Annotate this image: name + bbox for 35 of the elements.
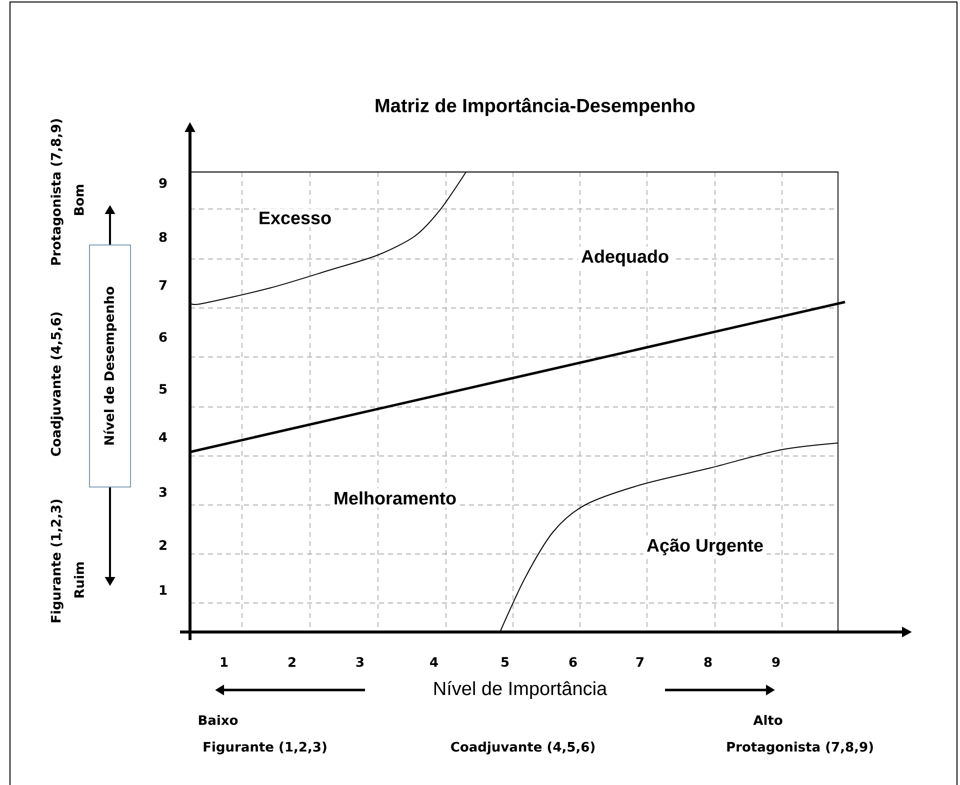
region-label: Excesso bbox=[255, 208, 335, 228]
tick-label: 3 bbox=[356, 657, 364, 667]
tick-label: 9 bbox=[772, 657, 780, 667]
axis-category-label: Coadjuvante (4,5,6) bbox=[451, 742, 595, 754]
tick-label: 1 bbox=[220, 657, 228, 667]
tick-label: 5 bbox=[159, 384, 167, 394]
axis-category-label: Figurante (1,2,3) bbox=[50, 500, 64, 622]
axis-end-label: Bom bbox=[74, 184, 84, 215]
tick-label: 2 bbox=[288, 657, 296, 667]
tick-label: 2 bbox=[160, 540, 166, 550]
axis-category-label: Protagonista (7,8,9) bbox=[50, 119, 64, 265]
axis-category-label: Figurante (1,2,3) bbox=[204, 742, 326, 754]
tick-label: 6 bbox=[159, 332, 167, 342]
axis-category-label: Coadjuvante (4,5,6) bbox=[50, 312, 64, 456]
tick-label: 4 bbox=[159, 432, 167, 442]
tick-label: 7 bbox=[159, 280, 166, 290]
axis-end-label: Ruim bbox=[74, 562, 84, 598]
tick-label: 9 bbox=[159, 178, 167, 188]
axis-end-label: Alto bbox=[753, 714, 782, 726]
tick-label: 1 bbox=[160, 585, 167, 595]
title: Matriz de Importância-Desempenho bbox=[376, 98, 695, 116]
tick-label: 5 bbox=[502, 657, 509, 667]
axis-title: Nível de Importância bbox=[430, 678, 610, 702]
region-label: Ação Urgente bbox=[644, 536, 767, 558]
region-label: Melhoramento bbox=[330, 488, 460, 508]
axis-category-label: Protagonista (7,8,9) bbox=[727, 742, 873, 754]
tick-label: 8 bbox=[704, 657, 712, 667]
axis-end-label: Baixo bbox=[198, 714, 238, 726]
tick-label: 3 bbox=[159, 487, 166, 497]
axis-title-box: Nível de Desempenho bbox=[89, 244, 131, 488]
tick-label: 7 bbox=[636, 657, 644, 667]
tick-label: 4 bbox=[430, 657, 438, 667]
region-label: Adequado bbox=[578, 246, 672, 270]
tick-label: 6 bbox=[569, 657, 577, 667]
tick-label: 8 bbox=[159, 232, 167, 242]
